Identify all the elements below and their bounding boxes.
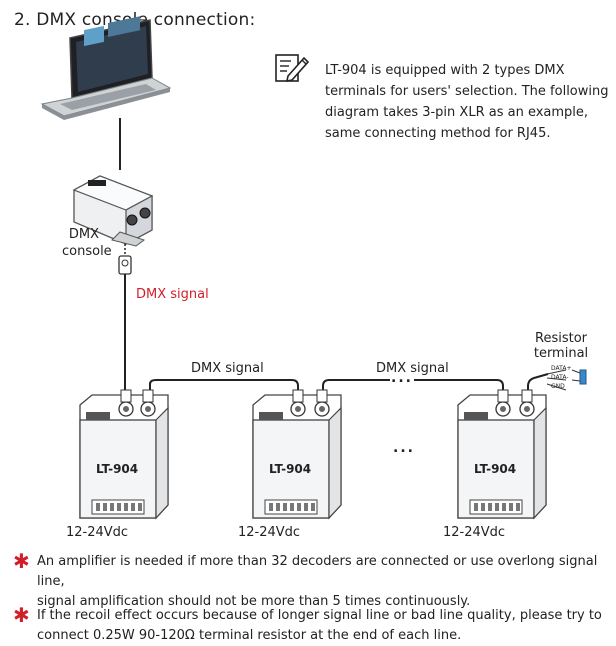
decoder-box-2 — [252, 389, 342, 520]
resistor-pins: DATA+ DATA- GND — [551, 364, 571, 391]
resistor-label: Resistor terminal — [531, 331, 591, 361]
footnote-line: An amplifier is needed if more than 32 d… — [37, 554, 598, 589]
resistor-terminal — [546, 369, 587, 391]
note-line: diagram takes 3-pin XLR as an example, — [325, 105, 589, 120]
dmx-cable-2b — [414, 379, 504, 392]
decoder-model-3: LT-904 — [474, 462, 517, 476]
decoder-ellipsis: ... — [393, 440, 415, 456]
decoder-power-1: 12-24Vdc — [66, 525, 129, 540]
footnote-line: signal amplification should not be more … — [37, 594, 471, 609]
footnote-2: ✱ If the recoil effect occurs because of… — [13, 605, 607, 646]
footnote-line: connect 0.25W 90-120Ω terminal resistor … — [37, 628, 462, 643]
decoder-box-1 — [79, 389, 169, 520]
dmx-console-box — [72, 175, 154, 247]
decoder-box-3 — [457, 389, 547, 520]
footnote-line: If the recoil effect occurs because of l… — [37, 608, 602, 623]
console-label-line: DMX — [68, 227, 100, 242]
decoder-model-2: LT-904 — [269, 462, 312, 476]
decoder-power-2: 12-24Vdc — [238, 525, 301, 540]
chain-ellipsis: ... — [391, 370, 413, 386]
dmx-cable-1 — [149, 379, 299, 392]
dmx-signal-red-label: DMX signal — [136, 287, 209, 302]
asterisk-icon: ✱ — [13, 549, 30, 573]
note-line: same connecting method for RJ45. — [325, 126, 551, 141]
dmx-signal-label-1: DMX signal — [191, 361, 264, 376]
dmx-cable-3 — [527, 373, 549, 392]
note-line: LT-904 is equipped with 2 types DMX — [325, 63, 565, 78]
note-text: LT-904 is equipped with 2 types DMX term… — [325, 60, 610, 144]
console-label-line: console — [62, 244, 112, 259]
notepad-pencil-icon — [275, 54, 310, 83]
footnote-1: ✱ An amplifier is needed if more than 32… — [13, 551, 607, 612]
pin-label: DATA+ — [551, 365, 572, 372]
dmx-cable-2a — [322, 379, 390, 392]
pin-label: DATA- — [551, 374, 569, 381]
pin-label: GND — [551, 383, 565, 390]
asterisk-icon: ✱ — [13, 603, 30, 627]
decoder-model-1: LT-904 — [96, 462, 139, 476]
dmx-signal-label-2: DMX signal — [376, 361, 449, 376]
xlr-connector — [118, 255, 132, 275]
note-line: terminals for users' selection. The foll… — [325, 84, 609, 99]
decoder-power-3: 12-24Vdc — [443, 525, 506, 540]
resistor-label-line: terminal — [533, 346, 589, 361]
laptop — [40, 16, 172, 120]
console-label: DMX console — [62, 226, 112, 260]
resistor-label-line: Resistor — [535, 331, 587, 346]
